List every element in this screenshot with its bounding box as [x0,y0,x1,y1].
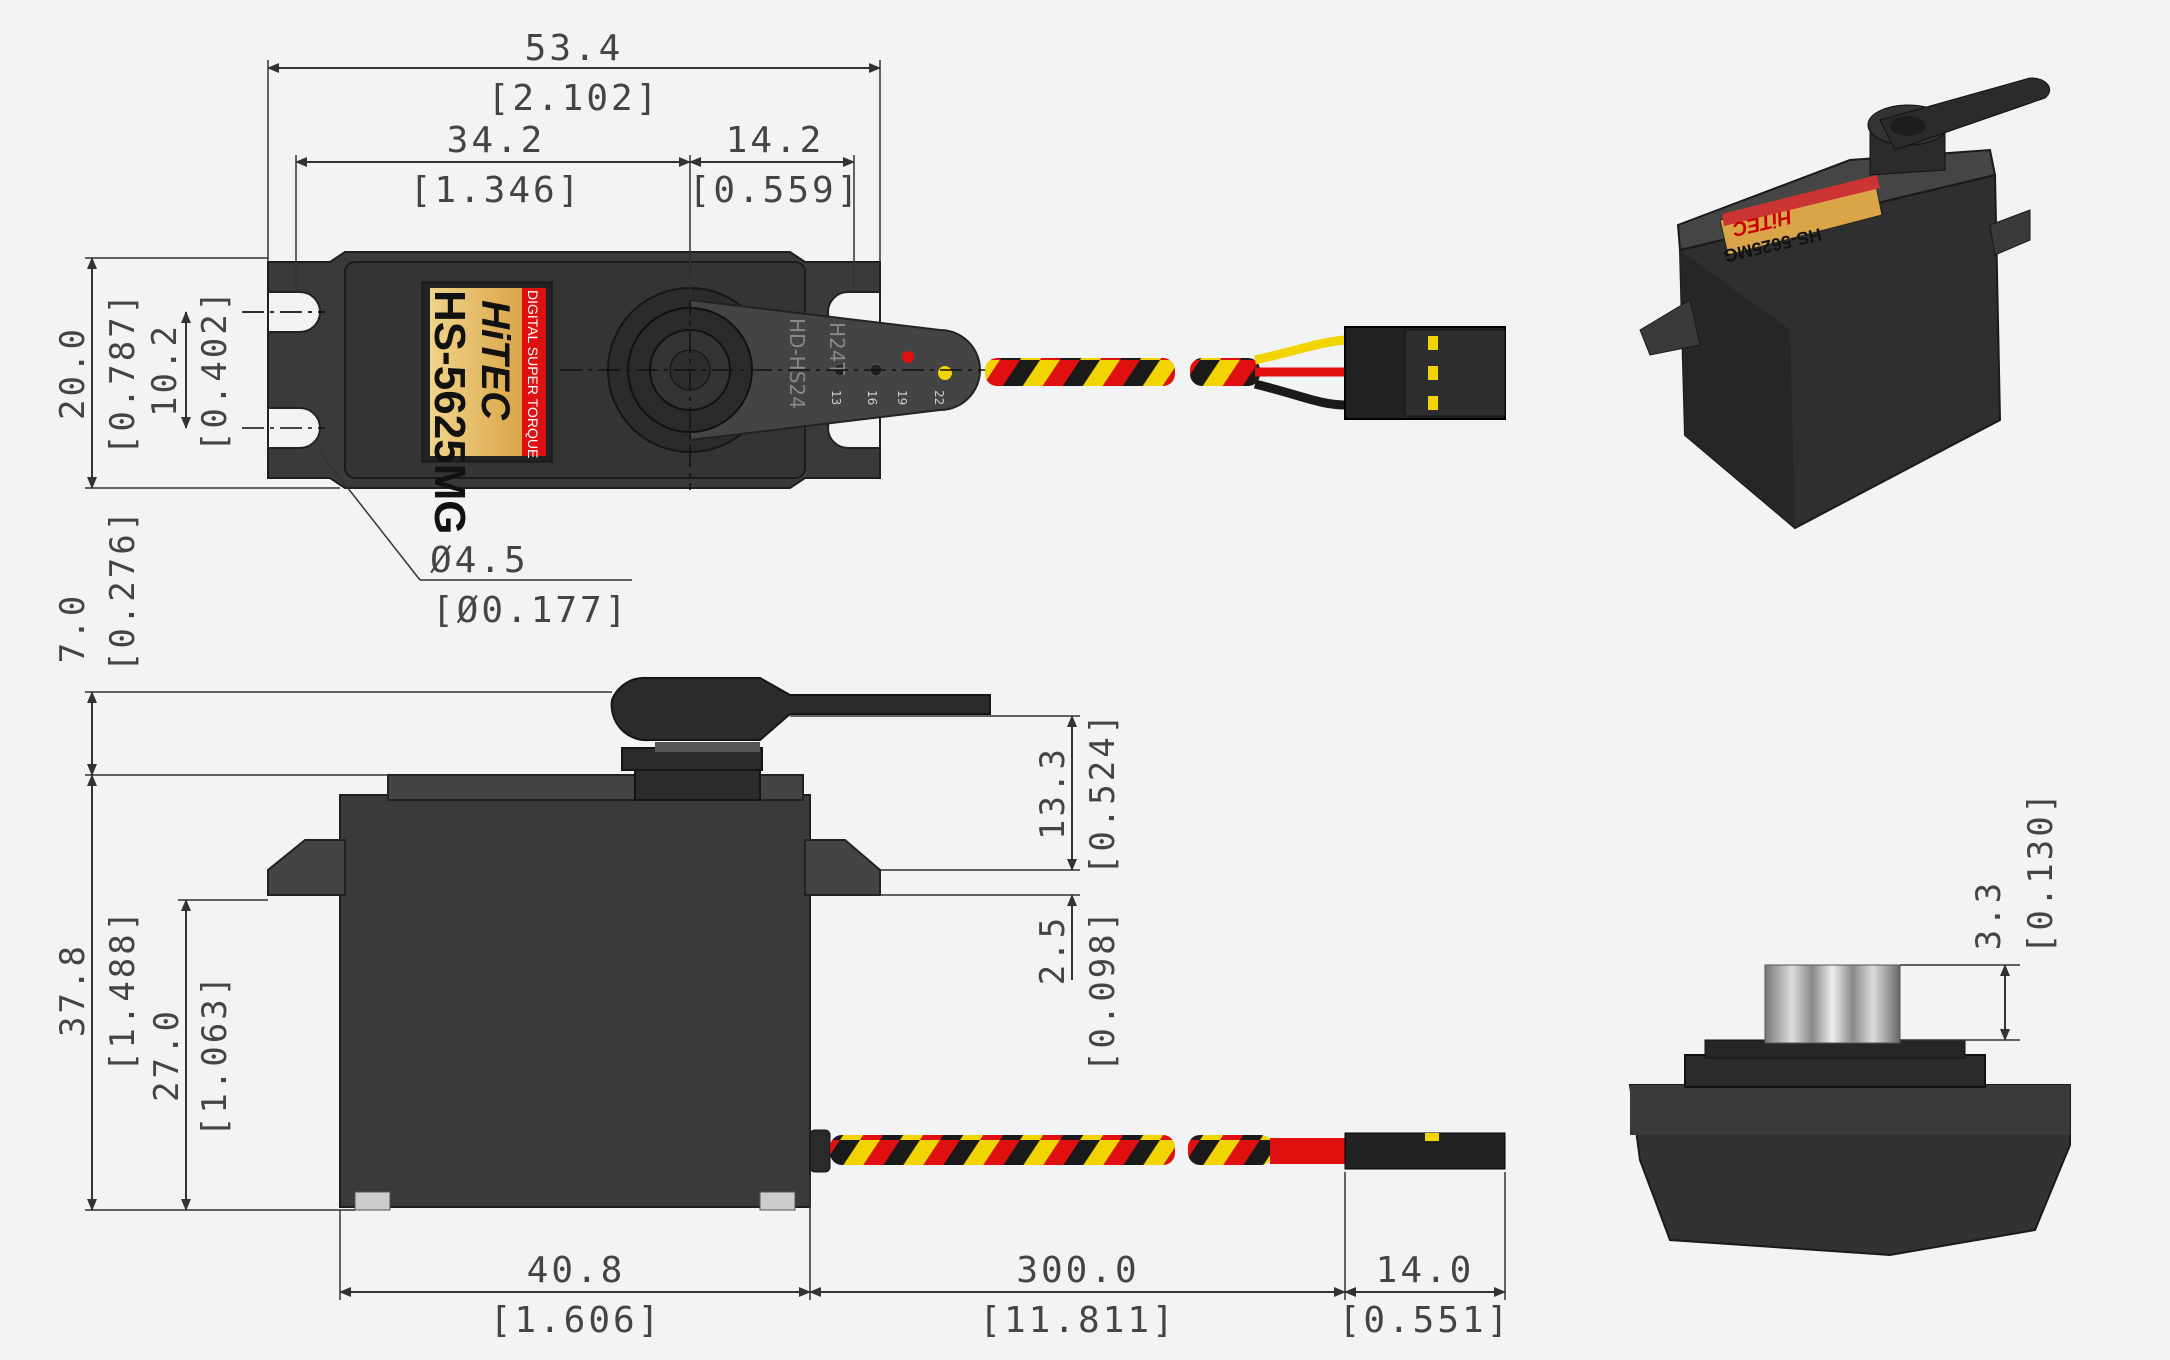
label-tagline: DIGITAL SUPER TORQUE [525,290,541,458]
label-brand: HiTEC [473,300,517,421]
servo-connector-top [1344,326,1506,420]
dim-connector-mm: 14.0 [1376,1250,1475,1291]
dim-tab-thickness-mm: 2.5 [1033,915,1073,985]
dim-shaft-to-hole-in: [0.559] [689,170,862,211]
label-model: HS-5625MG [425,290,474,535]
dim-spline-height-mm: 3.3 [1969,880,2009,950]
dim-height-mm: 20.0 [53,326,93,420]
side-dimensions: 7.0 [0.276] 37.8 [1.488] 27.0 [1.063] 13… [53,508,1512,1341]
dim-overall-width-in: [2.102] [488,78,661,119]
iso-horn [1879,77,2051,151]
horn-hole-label-19: 19 [895,390,909,405]
dim-overall-width-mm: 53.4 [525,28,624,69]
dim-case-height-in: [1.488] [103,908,143,1072]
horn-spline-text: H24T [825,322,849,375]
dim-hole-diameter-in: [Ø0.177] [432,590,629,631]
horn-hole-22 [902,351,914,363]
dim-tab-height-mm: 27.0 [147,1008,187,1102]
horn-hole-label-22: 22 [932,390,946,405]
side-view-horn [610,676,991,742]
output-spline [1764,964,1901,1044]
dim-shaft-to-tab-in: [0.524] [1083,711,1123,875]
dim-hole-diameter-mm: Ø4.5 [430,540,529,581]
side-tab-right [804,839,881,896]
dim-case-length-in: [1.606] [490,1300,663,1341]
horn-hole-label-13: 13 [829,390,843,405]
top-view: HS-5625MG HiTEC DIGITAL SUPER TORQUE HD-… [242,251,1506,535]
dim-height-in: [0.787] [103,291,143,455]
dim-hole-spacing-mm: 10.2 [145,323,185,417]
horn-model-text: HD-HS24 [785,318,809,409]
dim-wire-length-mm: 300.0 [1016,1250,1139,1291]
horn-hole-label-16: 16 [865,390,879,405]
dim-hole-to-shaft-in: [1.346] [410,170,583,211]
servo-wire-side [830,1135,1175,1165]
dim-horn-height-in: [0.276] [103,508,143,672]
top-dimensions: 53.4 [2.102] 34.2 [1.346] 14.2 [0.559] 2… [53,28,881,631]
dim-wire-length-in: [11.811] [979,1300,1176,1341]
servo-wire-top [985,335,1346,410]
dim-shaft-to-hole-mm: 14.2 [726,120,825,161]
dim-tab-thickness-in: [0.098] [1083,908,1123,1072]
dim-spline-height-in: [0.130] [2021,790,2061,954]
dim-hole-to-shaft-mm: 34.2 [447,120,546,161]
front-view: 3.3 [0.130] [1628,790,2071,1257]
dim-connector-in: [0.551] [1339,1300,1512,1341]
isometric-view: HiTEC HS-5625MG [1639,77,2051,530]
dim-hole-spacing-in: [0.402] [195,288,235,452]
dim-shaft-to-tab-mm: 13.3 [1033,746,1073,840]
servo-label: HS-5625MG HiTEC DIGITAL SUPER TORQUE [421,281,553,535]
dim-horn-height-mm: 7.0 [53,593,93,663]
dim-case-length-mm: 40.8 [527,1250,626,1291]
dim-tab-height-in: [1.063] [195,973,235,1137]
side-tab-left [267,839,346,896]
dim-case-height-mm: 37.8 [53,943,93,1037]
horn-hole-19 [938,366,952,380]
side-view [267,676,1506,1211]
side-view-case [339,794,811,1208]
